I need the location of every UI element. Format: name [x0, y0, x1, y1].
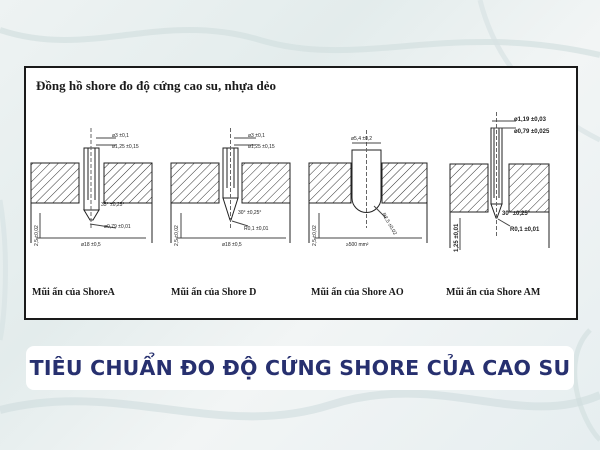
shore-d-dim-base: ø18 ±0,5	[222, 242, 242, 248]
caption-shore-d: Mũi ấn của Shore D	[171, 287, 257, 298]
diagram-panel: Đồng hồ shore đo độ cứng cao su, nhựa dẻ…	[24, 66, 578, 320]
shore-a-dim-bore: ø3 ±0,1	[112, 133, 129, 139]
shore-a-dim-tip: ø0,79 ±0,01	[104, 224, 131, 230]
shore-a-dim-angle: 35° ±0,25°	[101, 202, 124, 208]
shore-am-dim-angle: 30° ±0,25°	[502, 211, 531, 217]
shore-a-dim-height: 2,5 ±0,02	[34, 225, 40, 246]
caption-shore-a: Mũi ấn của ShoreA	[32, 287, 115, 298]
shore-d-dim-bore: ø3 ±0,1	[248, 133, 265, 139]
shore-ao-drawing: ø5,4 ±0,2 R2,5 ±0,02 2,5 ±0,02 ≥500 mm²	[308, 130, 428, 248]
shore-ao-dim-diameter: ø5,4 ±0,2	[351, 136, 372, 142]
shore-am-dim-bore: ø1,19 ±0,03	[514, 117, 547, 123]
shore-am-dim-height: 1,25 ±0,01	[454, 223, 460, 252]
shore-d-dim-height: 2,5 ±0,02	[174, 225, 180, 246]
banner-title: TIÊU CHUẨN ĐO ĐỘ CỨNG SHORE CỦA CAO SU	[29, 356, 571, 380]
shore-d-dim-shaft: ø1,25 ±0,15	[248, 144, 275, 150]
shore-a-dim-base: ø18 ±0,5	[81, 242, 101, 248]
shore-ao-dim-radius: R2,5 ±0,02	[380, 212, 398, 236]
caption-shore-am: Mũi ấn của Shore AM	[446, 287, 541, 298]
shore-am-drawing: ø1,19 ±0,03 ø0,79 ±0,025 30° ±0,25° R0,1…	[449, 112, 550, 252]
diagram-heading: Đồng hồ shore đo độ cứng cao su, nhựa dẻ…	[36, 78, 277, 93]
indenter-drawings: ø3 ±0,1 ø1,25 ±0,15 35° ±0,25° ø0,79 ±0,…	[30, 112, 550, 252]
shore-am-dim-shaft: ø0,79 ±0,025	[514, 129, 550, 135]
shore-ao-dim-height: 2,5 ±0,02	[312, 225, 318, 246]
shore-d-drawing: ø3 ±0,1 ø1,25 ±0,15 30° ±0,25° R0,1 ±0,0…	[170, 128, 291, 248]
shore-am-dim-radius: R0,1 ±0,01	[510, 227, 540, 233]
title-banner: TIÊU CHUẨN ĐO ĐỘ CỨNG SHORE CỦA CAO SU	[26, 346, 574, 390]
caption-shore-ao: Mũi ấn của Shore AO	[311, 287, 404, 298]
shore-d-dim-angle: 30° ±0,25°	[238, 210, 261, 216]
shore-d-dim-radius: R0,1 ±0,01	[244, 226, 269, 232]
shore-a-dim-shaft: ø1,25 ±0,15	[112, 144, 139, 150]
shore-ao-dim-area: ≥500 mm²	[346, 242, 369, 248]
shore-a-drawing: ø3 ±0,1 ø1,25 ±0,15 35° ±0,25° ø0,79 ±0,…	[30, 128, 153, 248]
